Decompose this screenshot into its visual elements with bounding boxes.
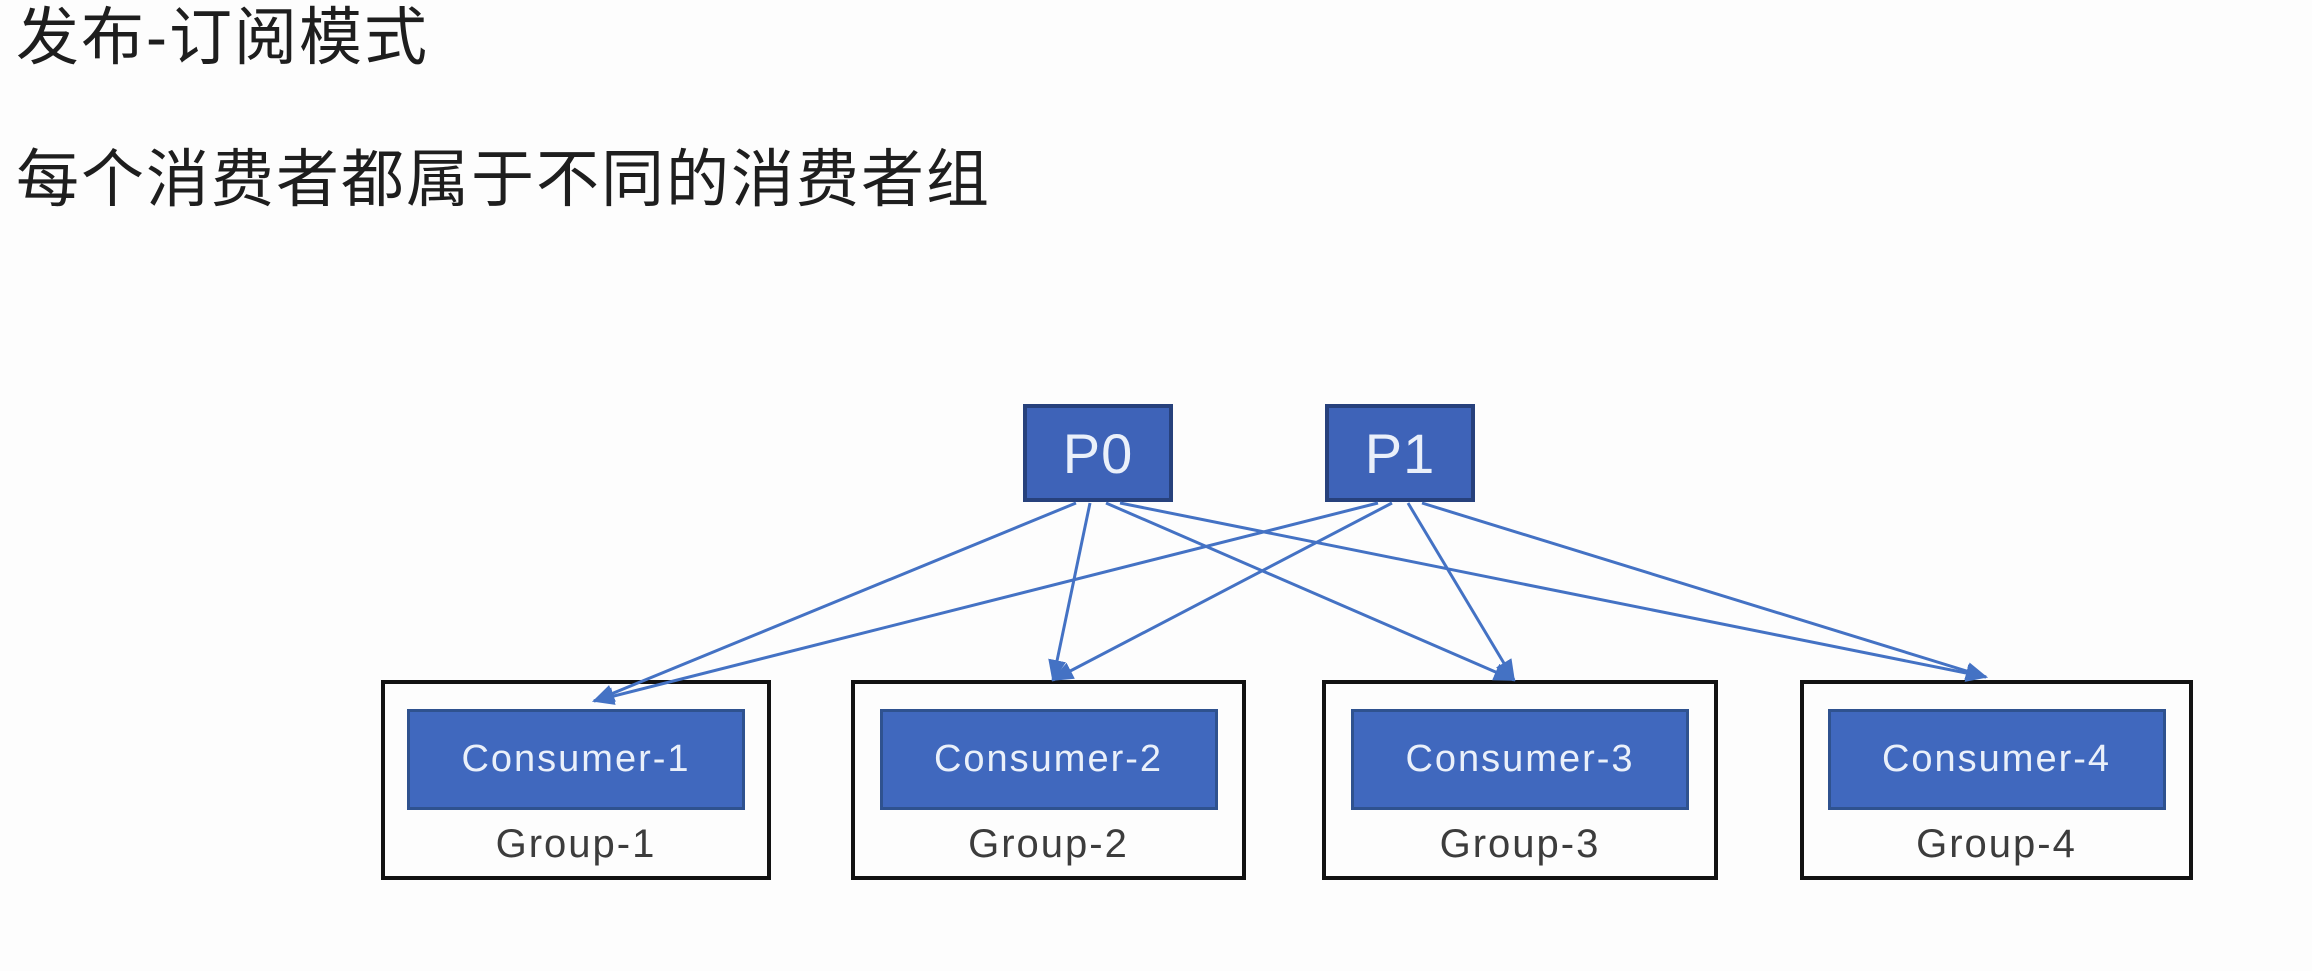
consumer-label-2: Consumer-2 xyxy=(933,738,1164,780)
consumer-label-3: Consumer-3 xyxy=(1405,738,1635,780)
group-box-1: Consumer-1 Group-1 xyxy=(381,680,771,880)
partition-box-p1: P1 xyxy=(1325,404,1475,502)
group-box-3: Consumer-3 Group-3 xyxy=(1322,680,1718,880)
edge-p1-g3 xyxy=(1406,502,1516,682)
consumer-box-2: Consumer-2 xyxy=(879,709,1218,810)
edge-p0-g1 xyxy=(592,501,1077,703)
consumer-box-3: Consumer-3 xyxy=(1351,709,1689,810)
edge-p1-g4 xyxy=(1421,501,1988,680)
consumer-label-1: Consumer-1 xyxy=(461,738,691,780)
group-label-4: Group-4 xyxy=(1916,822,2077,866)
group-box-4: Consumer-4 Group-4 xyxy=(1800,680,2193,880)
edge-p0-g4 xyxy=(1119,501,1988,682)
group-label-2: Group-2 xyxy=(968,822,1129,866)
edge-p0-g2 xyxy=(1048,502,1092,682)
edge-p1-g1 xyxy=(592,501,1379,705)
group-label-3: Group-3 xyxy=(1439,822,1601,866)
partition-box-p0: P0 xyxy=(1023,404,1173,502)
group-label-1: Group-1 xyxy=(495,822,657,866)
partition-label-p0: P0 xyxy=(1062,421,1134,485)
slide-title: 发布-订阅模式 xyxy=(16,3,429,73)
partition-label-p1: P1 xyxy=(1364,421,1436,485)
edge-p0-g3 xyxy=(1105,501,1516,682)
group-box-2: Consumer-2 Group-2 xyxy=(851,680,1246,880)
consumer-label-4: Consumer-4 xyxy=(1881,738,2112,780)
slide-subtitle: 每个消费者都属于不同的消费者组 xyxy=(16,145,991,215)
consumer-box-1: Consumer-1 xyxy=(407,709,745,810)
edge-p1-g2 xyxy=(1051,501,1393,682)
consumer-box-4: Consumer-4 xyxy=(1827,709,2166,810)
